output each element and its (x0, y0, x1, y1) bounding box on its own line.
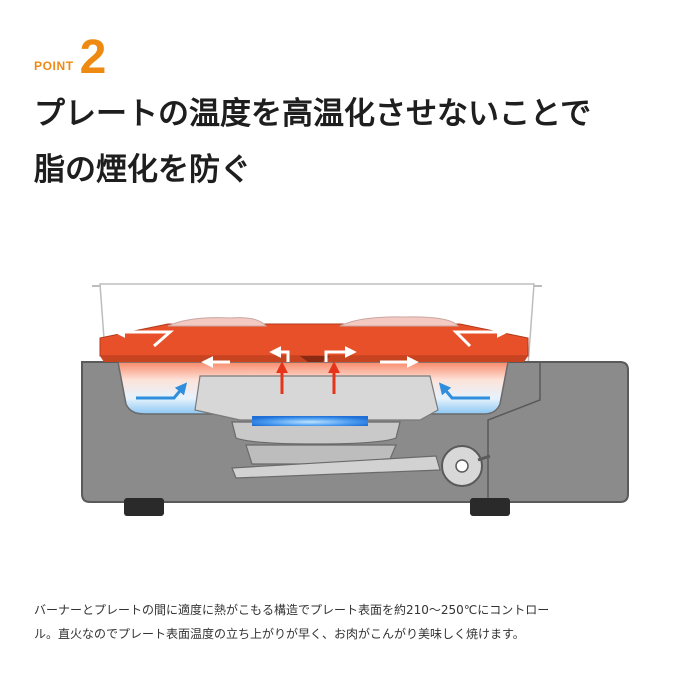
point-heading: POINT 2 (34, 30, 107, 84)
rising-heat-arrows (276, 361, 340, 394)
burner (231, 416, 441, 479)
point-number: 2 (79, 31, 107, 84)
caption-line-2: ル。直火なのでプレート表面温度の立ち上がりが早く、お肉がこんがり美味しく焼けます… (34, 627, 525, 641)
flame (252, 416, 368, 426)
grill-cross-section-diagram (81, 283, 629, 516)
caption-line-1: バーナーとプレートの間に適度に熱がこもる構造でプレート表面を約210〜250℃に… (34, 603, 550, 617)
meat-slices (167, 316, 460, 327)
headline-line-1: プレートの温度を高温化させないことで (34, 96, 592, 132)
caption: バーナーとプレートの間に適度に熱がこもる構造でプレート表面を約210〜250℃に… (34, 598, 674, 646)
point-label: POINT (34, 59, 74, 73)
burner-cavity (194, 375, 439, 421)
left-foot (124, 498, 164, 516)
headline-line-2: 脂の煙化を防ぐ (34, 152, 251, 188)
right-foot (470, 498, 510, 516)
grill-plate (99, 323, 529, 362)
headline: プレートの温度を高温化させないことで 脂の煙化を防ぐ (34, 86, 684, 198)
air-flow-arrows (136, 382, 490, 400)
control-knob (441, 445, 491, 487)
plate-heat-arrows (113, 326, 509, 368)
